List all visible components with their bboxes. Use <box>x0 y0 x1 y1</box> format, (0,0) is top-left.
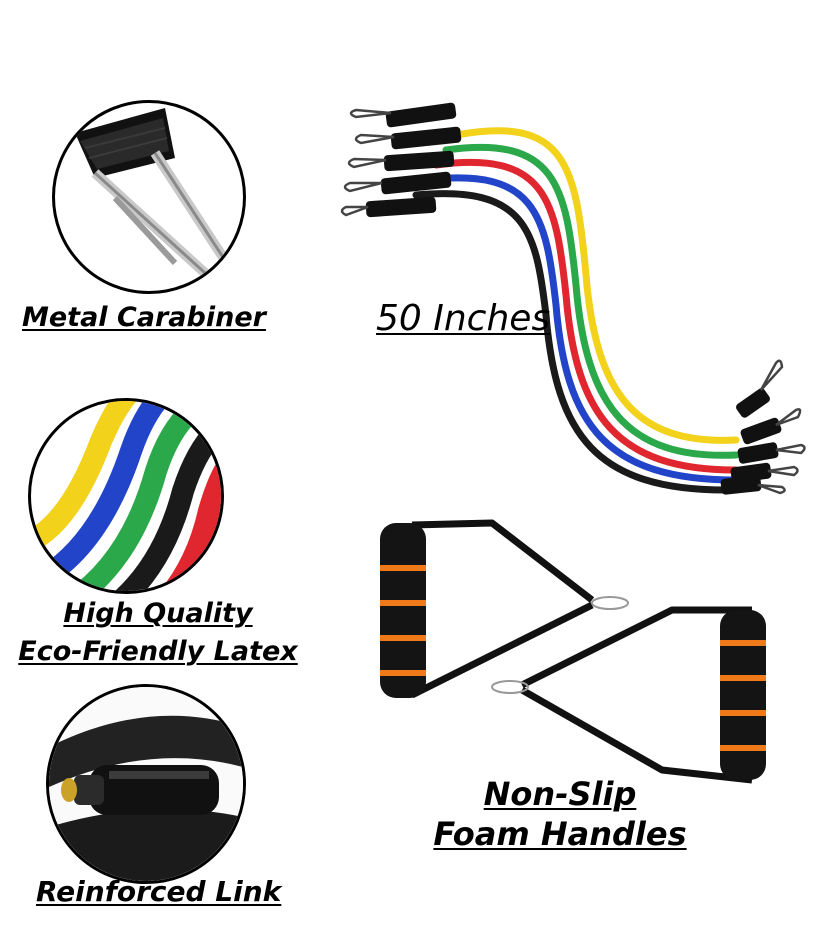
latex-caption-line1: High Quality <box>63 598 253 629</box>
reinforced-link-closeup-image <box>46 684 246 884</box>
handles-caption-line1: Non-Slip <box>483 775 637 813</box>
carabiner-caption: Metal Carabiner <box>22 302 266 333</box>
resistance-bands-image <box>336 95 806 505</box>
carabiner-closeup-image <box>52 100 246 294</box>
latex-tubes-closeup-image <box>28 398 224 594</box>
foam-handles-image <box>372 515 792 790</box>
handles-caption-line2: Foam Handles <box>433 815 687 853</box>
latex-caption-line2: Eco-Friendly Latex <box>18 636 298 667</box>
length-caption: 50 Inches <box>376 298 551 339</box>
reinforced-link-caption: Reinforced Link <box>36 875 282 908</box>
